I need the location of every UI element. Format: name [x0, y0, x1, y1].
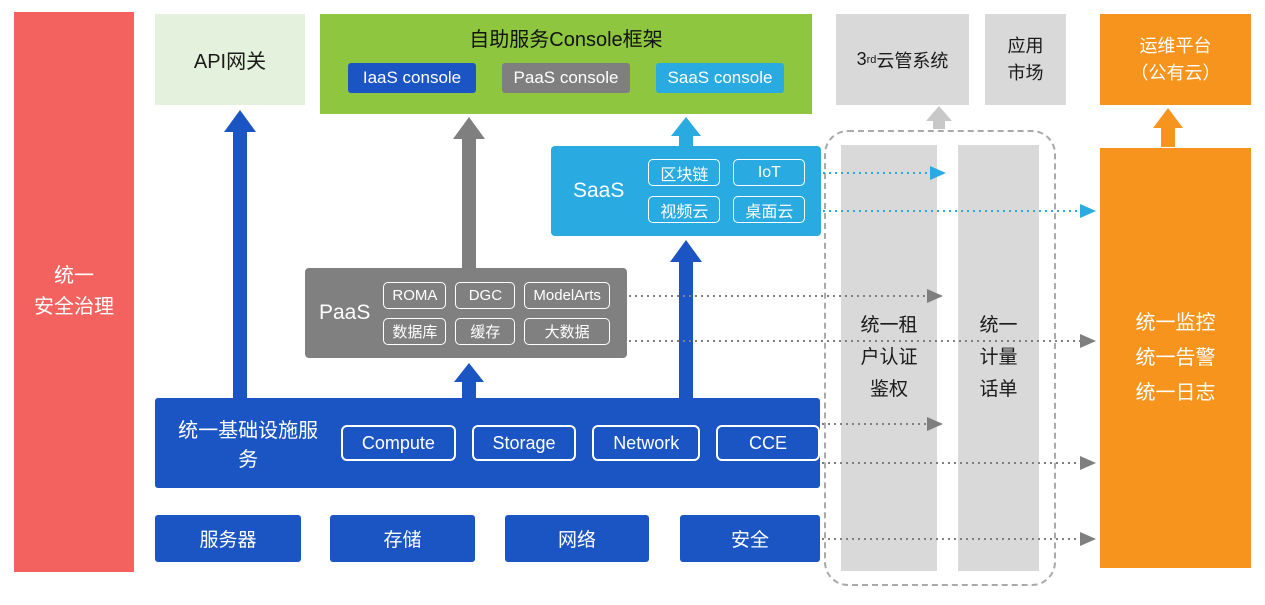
console-framework-box: 自助服务Console框架 IaaS console PaaS console … [320, 14, 812, 114]
iaas-service-cce: CCE [716, 425, 820, 461]
iaas-service-network: Network [592, 425, 700, 461]
saas-service-iot: IoT [733, 159, 806, 186]
iaas-label: 统一基础设施服务 [178, 420, 319, 471]
paas-label: PaaS [319, 301, 371, 324]
arrow-iaas-to-api-gateway [224, 110, 256, 398]
arrow-iaas-to-paas [454, 363, 484, 398]
iaas-layer-box: 统一基础设施服务 Compute Storage Network CCE [155, 398, 820, 488]
third-party-prefix: 3 [856, 49, 867, 69]
security-governance-bar: 统一 安全治理 [14, 12, 134, 572]
ops-platform-box: 运维平台 （公有云） [1100, 14, 1251, 105]
arrow-iaas-to-saas [670, 240, 702, 398]
console-chip-row: IaaS console PaaS console SaaS console [348, 63, 784, 93]
arrow-to-third-party-cloud [926, 106, 952, 129]
saas-service-video-cloud: 视频云 [648, 196, 721, 223]
saas-service-blockchain: 区块链 [648, 159, 721, 186]
hardware-network-box: 网络 [505, 515, 649, 562]
saas-console-chip: SaaS console [656, 63, 784, 93]
paas-service-cache: 缓存 [455, 317, 516, 345]
paas-service-modelarts: ModelArts [524, 281, 610, 309]
tenant-services-dashed-frame [824, 130, 1056, 586]
app-market-box: 应用 市场 [985, 14, 1066, 105]
arrow-monitoring-to-ops-platform [1153, 108, 1183, 147]
iaas-service-compute: Compute [341, 425, 456, 461]
paas-service-database: 数据库 [383, 317, 447, 345]
paas-service-bigdata: 大数据 [524, 317, 610, 345]
hardware-security-box: 安全 [680, 515, 820, 562]
arrow-saas-to-console [671, 117, 701, 146]
hardware-server-box: 服务器 [155, 515, 301, 562]
paas-layer-box: PaaS ROMA DGC ModelArts 数据库 缓存 大数据 [305, 268, 627, 358]
hardware-storage-box: 存储 [330, 515, 475, 562]
api-gateway-box: API网关 [155, 14, 305, 105]
monitoring-alarm-log-bar: 统一监控 统一告警 统一日志 [1100, 148, 1251, 568]
paas-console-chip: PaaS console [502, 63, 630, 93]
paas-service-dgc: DGC [455, 281, 516, 309]
tenant-auth-bar: 统一租 户认证 鉴权 [841, 145, 937, 571]
console-framework-title: 自助服务Console框架 [469, 29, 663, 51]
iaas-service-storage: Storage [471, 425, 577, 461]
saas-service-grid: 区块链 IoT 视频云 桌面云 [648, 159, 806, 223]
metering-billing-bar: 统一 计量 话单 [958, 145, 1039, 571]
third-party-suffix: 云管系统 [876, 50, 949, 71]
paas-service-roma: ROMA [383, 281, 447, 309]
arrow-paas-to-console [453, 117, 485, 268]
third-party-superscript: rd [866, 53, 877, 66]
saas-label: SaaS [573, 179, 625, 202]
iaas-console-chip: IaaS console [348, 63, 476, 93]
saas-service-desktop-cloud: 桌面云 [733, 196, 806, 223]
saas-layer-box: SaaS 区块链 IoT 视频云 桌面云 [551, 146, 821, 236]
paas-service-grid: ROMA DGC ModelArts 数据库 缓存 大数据 [383, 281, 610, 345]
